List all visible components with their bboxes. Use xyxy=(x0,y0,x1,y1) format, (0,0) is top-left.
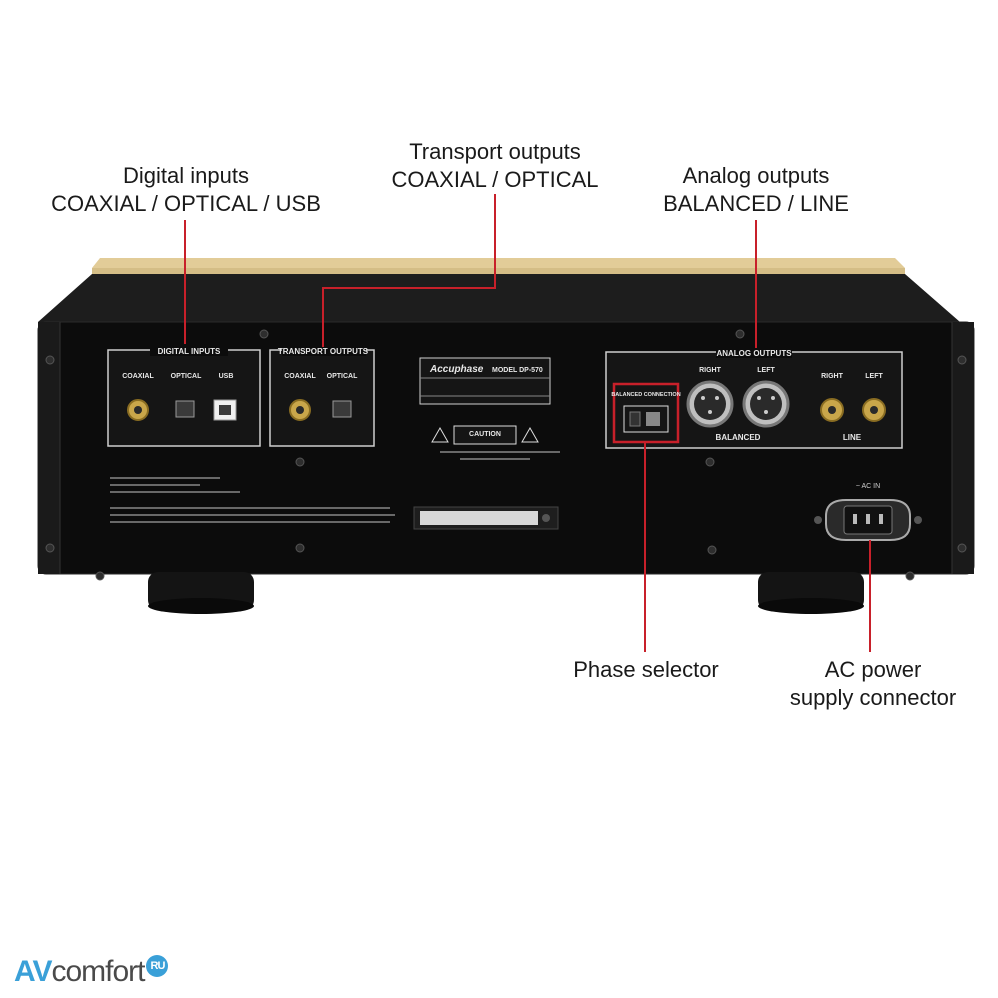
callout-digital-inputs-line2: COAXIAL / OPTICAL / USB xyxy=(51,191,321,216)
optical-input-port[interactable] xyxy=(175,400,195,418)
ac-in-label: ~ AC IN xyxy=(856,483,880,490)
leader-analog-outputs xyxy=(755,220,757,348)
coaxial-label: COAXIAL xyxy=(122,373,154,380)
screws xyxy=(45,329,967,581)
callout-ac-power-line1: AC power xyxy=(824,657,922,682)
top-cover xyxy=(38,274,960,322)
leader-transport-outputs-horizontal xyxy=(322,287,496,289)
callout-transport-outputs: Transport outputs COAXIAL / OPTICAL xyxy=(370,138,620,194)
transport-optical-port[interactable] xyxy=(332,400,352,418)
top-gold-trim xyxy=(92,258,905,268)
callout-digital-inputs-line1: Digital inputs xyxy=(123,163,249,188)
optical-label: OPTICAL xyxy=(171,373,202,380)
callout-phase-selector: Phase selector xyxy=(556,656,736,684)
callout-transport-outputs-line2: COAXIAL / OPTICAL xyxy=(391,167,599,192)
caution-label xyxy=(453,425,517,445)
callout-analog-outputs-line1: Analog outputs xyxy=(682,163,830,188)
model-brand: Accuphase xyxy=(429,364,484,375)
callout-ac-power-line2: supply connector xyxy=(789,685,957,710)
caution-text: CAUTION xyxy=(469,431,501,438)
callout-transport-outputs-line1: Transport outputs xyxy=(409,139,581,164)
callout-ac-power: AC power supply connector xyxy=(776,656,970,712)
leader-transport-outputs-vertical-top xyxy=(494,194,496,288)
balanced-right-label: RIGHT xyxy=(699,367,722,374)
warning-triangle-right-icon xyxy=(521,426,539,443)
compliance-text xyxy=(110,451,560,523)
digital-inputs-title: DIGITAL INPUTS xyxy=(158,347,221,356)
watermark-ru-badge: RU xyxy=(146,955,169,977)
callout-phase-selector-line1: Phase selector xyxy=(573,657,719,682)
warning-triangle-left-icon xyxy=(431,426,449,443)
balanced-caption: BALANCED xyxy=(716,433,761,442)
transport-optical-label: OPTICAL xyxy=(327,373,358,380)
model-text: MODEL DP-570 xyxy=(492,367,543,374)
leader-ac-power xyxy=(869,540,871,652)
analog-outputs-title: ANALOG OUTPUTS xyxy=(716,349,792,358)
transport-outputs-title: TRANSPORT OUTPUTS xyxy=(278,347,369,356)
line-right-label: RIGHT xyxy=(821,373,844,380)
leader-transport-outputs-vertical-bottom xyxy=(322,287,324,347)
watermark-av: AV xyxy=(14,955,52,988)
line-left-label: LEFT xyxy=(865,373,883,380)
callout-analog-outputs: Analog outputs BALANCED / LINE xyxy=(640,162,872,218)
callout-analog-outputs-line2: BALANCED / LINE xyxy=(663,191,849,216)
transport-coaxial-label: COAXIAL xyxy=(284,373,316,380)
phase-selector-highlight xyxy=(612,382,680,444)
digital-inputs-panel xyxy=(107,349,261,447)
line-caption: LINE xyxy=(843,433,862,442)
balanced-left-label: LEFT xyxy=(757,367,775,374)
balanced-connection-title: BALANCED CONNECTION xyxy=(611,392,680,398)
watermark-comfort: comfort xyxy=(51,955,145,988)
leader-digital-inputs xyxy=(184,220,186,344)
callout-digital-inputs: Digital inputs COAXIAL / OPTICAL / USB xyxy=(34,162,338,218)
transport-outputs-panel xyxy=(269,349,375,447)
leader-phase-selector xyxy=(644,442,646,652)
usb-label: USB xyxy=(219,373,234,380)
